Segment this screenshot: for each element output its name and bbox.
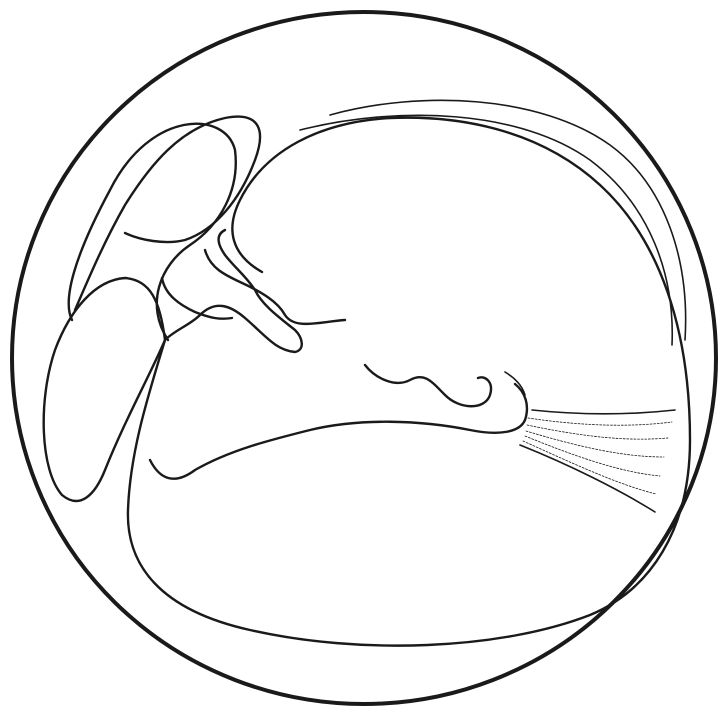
- fiber-line-5: [523, 441, 656, 494]
- fiber-line-3: [526, 431, 664, 457]
- right-wavy-contour: [365, 365, 491, 406]
- fiber-bundle: [520, 410, 675, 512]
- fiber-upper-edge: [532, 410, 675, 414]
- central-mass-inner-contour: [162, 278, 232, 319]
- lower-left-lobe: [44, 278, 165, 501]
- fiber-line-1: [528, 418, 672, 425]
- central-mass-lower-edge: [150, 384, 527, 479]
- upper-left-lobe: [75, 117, 260, 310]
- outer-circle-frame: [12, 12, 716, 704]
